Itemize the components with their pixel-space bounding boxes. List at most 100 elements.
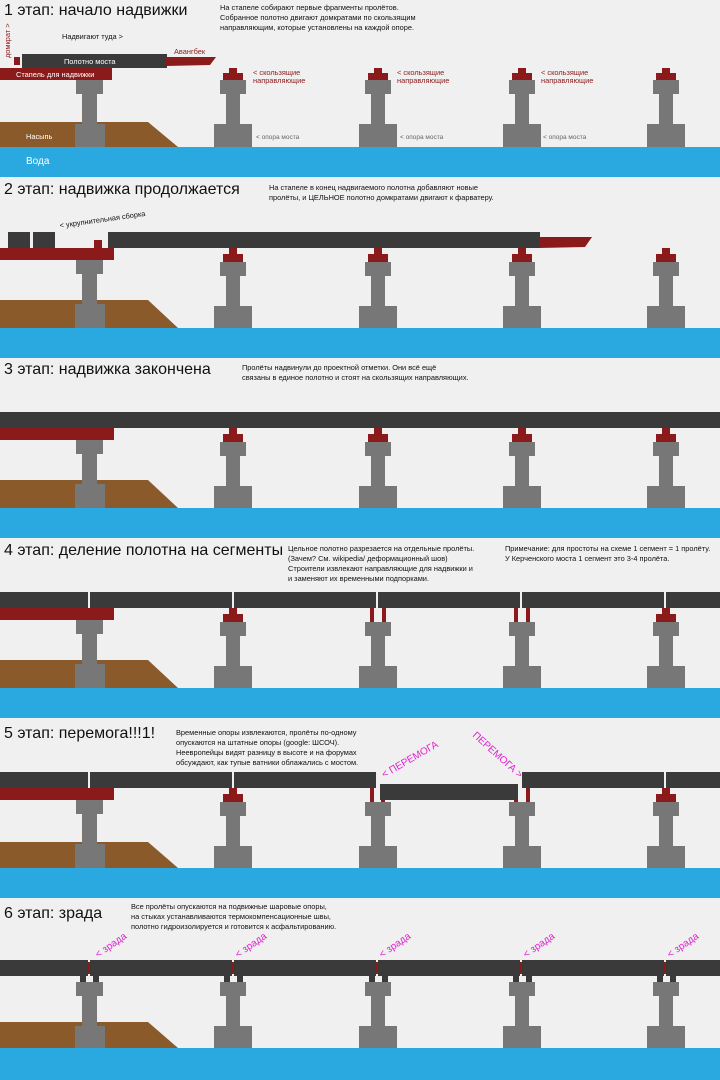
deck-segment [0, 772, 88, 788]
pier [503, 976, 541, 1048]
slipway-pier-column [82, 634, 97, 664]
guide-label-line-2: направляющие [541, 76, 593, 85]
water [0, 868, 720, 898]
pier [647, 428, 685, 508]
pier [647, 788, 685, 868]
stage-6-title: 6 этап: зрада [4, 905, 102, 922]
deck-segment [90, 592, 232, 608]
pier [503, 68, 541, 147]
stage-3-title: 3 этап: надвижка закончена [4, 361, 211, 378]
assembly-label: < укрупнительная сборка [59, 209, 147, 230]
pier [214, 976, 252, 1048]
stage-1-desc-line-1: На стапеле собирают первые фрагменты про… [220, 3, 399, 12]
stage-4-desc-line-3: Строители извлекают направляющие для над… [288, 564, 473, 573]
pier [75, 976, 105, 1048]
bridge-deck [0, 412, 720, 428]
pier-label: < опора моста [400, 134, 444, 141]
pier [647, 248, 685, 328]
victory-label-right: ПЕРЕМОГА > [470, 730, 525, 781]
slipway-label: Стапель для надвижки [16, 70, 94, 79]
deck-segment [234, 960, 376, 976]
guide-label-line-1: < скользящие [397, 68, 444, 77]
jack [14, 57, 20, 65]
deck-segment [666, 960, 720, 976]
pier [359, 68, 397, 147]
pier [214, 428, 252, 508]
slipway [0, 428, 114, 440]
slipway-pier-cap [76, 260, 103, 274]
stage-6: 6 этап: зрада Все пролёты опускаются на … [0, 902, 720, 1080]
deck-segment [522, 592, 664, 608]
slipway-pier-column [82, 814, 97, 844]
water [0, 147, 720, 177]
deck-segment [378, 592, 520, 608]
stage-4-note-line-1: Примечание: для простоты на схеме 1 сегм… [505, 544, 710, 553]
pier [359, 976, 397, 1048]
pier-temporary-props [359, 608, 397, 688]
stage-3-desc-line-2: связаны в единое полотно и стоят на скол… [242, 373, 469, 382]
pier [214, 608, 252, 688]
slipway [0, 248, 114, 260]
stage-5-desc-line-2: опускаются на штатные опоры (google: ШСО… [176, 738, 339, 747]
pier [647, 68, 685, 147]
push-direction-label: Надвигают туда > [62, 32, 123, 41]
betrayal-label: < зрада [93, 931, 129, 961]
victory-label-left: < ПЕРЕМОГА [380, 739, 441, 780]
water [0, 1048, 720, 1080]
stage-5-desc-line-1: Временные опоры извлекаются, пролёты по-… [176, 728, 357, 737]
slipway-pier-cap [76, 440, 103, 454]
guide-label-line-2: направляющие [397, 76, 449, 85]
guide-label-line-1: < скользящие [541, 68, 588, 77]
slipway-pier-base [75, 664, 105, 688]
deck-segment [90, 772, 232, 788]
stage-2-desc-line-1: На стапеле в конец надвигаемого полотна … [269, 183, 478, 192]
stage-4: 4 этап: деление полотна на сегменты Цель… [0, 542, 720, 718]
deck-segment [0, 592, 88, 608]
guide-label-line-2: направляющие [253, 76, 305, 85]
slipway-pier-cap [76, 80, 103, 94]
stage-6-desc-line-3: полотно гидроизолируется и готовится к а… [131, 922, 336, 931]
pier [214, 788, 252, 868]
stage-5-desc-line-3: Неевропейцы видят разницу в высоте и на … [176, 748, 357, 757]
slipway-pier-base [75, 124, 105, 147]
bridge-deck-label: Полотно моста [64, 57, 116, 66]
launching-nose [539, 237, 592, 248]
pier [647, 976, 685, 1048]
bridge-deck [22, 54, 167, 68]
slipway [0, 788, 114, 800]
pier [503, 428, 541, 508]
stage-4-title: 4 этап: деление полотна на сегменты [4, 542, 283, 559]
jack-label: домкрат > [3, 23, 12, 58]
stage-6-desc-line-2: на стыках устанавливаются термокомпенсац… [131, 912, 331, 921]
stage-5-title: 5 этап: перемога!!!1! [4, 725, 155, 742]
pier [503, 788, 541, 868]
stage-2-title: 2 этап: надвижка продолжается [4, 181, 240, 198]
stage-5: 5 этап: перемога!!!1! Временные опоры из… [0, 725, 720, 898]
pier [503, 248, 541, 328]
deck-segment [234, 772, 376, 788]
jack [94, 240, 102, 248]
stage-1-title: 1 этап: начало надвижки [4, 2, 187, 19]
slipway-pier-column [82, 454, 97, 484]
pier [214, 248, 252, 328]
betrayal-label: < зрада [377, 931, 413, 961]
deck-segment [90, 960, 232, 976]
deck-segment [666, 592, 720, 608]
betrayal-label: < зрада [521, 931, 557, 961]
slipway-pier-cap [76, 620, 103, 634]
assembly-block [8, 232, 30, 248]
water [0, 508, 720, 538]
stage-6-desc-line-1: Все пролёты опускаются на подвижные шаро… [131, 902, 327, 911]
stage-1: 1 этап: начало надвижки На стапеле собир… [0, 2, 720, 177]
pier-label: < опора моста [543, 134, 587, 141]
water-label: Вода [26, 156, 50, 167]
stage-3-desc-line-1: Пролёты надвинули до проектной отметки. … [242, 363, 436, 372]
deck-segment [378, 960, 520, 976]
launching-nose [166, 57, 216, 66]
deck-segment [0, 960, 88, 976]
betrayal-label: < зрада [665, 931, 701, 961]
stage-4-note-line-2: У Керченского моста 1 сегмент это 3-4 пр… [505, 554, 669, 563]
bridge-deck [108, 232, 540, 248]
deck-segment-lowered [380, 784, 518, 800]
